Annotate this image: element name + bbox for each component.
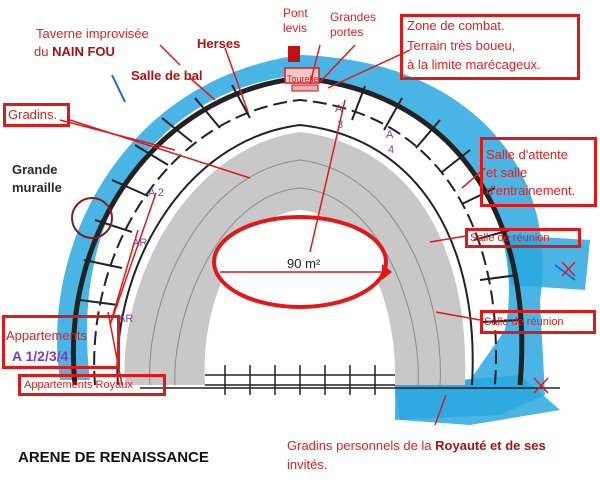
herses-label: Herses	[197, 36, 241, 51]
salle-reunion-2-box	[480, 310, 596, 334]
salle-reunion-1-box	[465, 228, 581, 248]
zone-combat-label-2: Terrain très boueu,	[407, 38, 516, 53]
inner-wall	[116, 123, 474, 386]
appartements-nums-label: A 1/2/3/4	[12, 348, 69, 364]
room-ar-2: AR	[118, 313, 134, 325]
appartements-box	[2, 315, 120, 369]
appartements-label: Appartements	[6, 328, 87, 343]
gate-block	[291, 84, 319, 92]
salle-attente-label-3: d'entrainement.	[486, 183, 576, 198]
grandes-portes-label-2: portes	[330, 25, 364, 39]
gradins-perso-label-2: invités.	[287, 457, 328, 472]
grande-muraille-label-2: muraille	[12, 180, 62, 195]
combat-zone-ellipse	[212, 215, 388, 309]
gradins-perso-label-1: Gradins personnels de la Royauté et de s…	[287, 438, 546, 453]
stand-rows	[149, 159, 441, 386]
grandes-portes-label-1: Grandes	[330, 10, 377, 24]
salle-attente-label-1: Salle d'attente	[486, 147, 568, 162]
grande-muraille-label-1: Grande	[12, 162, 58, 177]
salle-attente-box	[480, 137, 597, 207]
room-dividers	[79, 84, 521, 323]
salle-reunion-label-1: Salle de réunion	[470, 232, 550, 244]
dimension-arrow	[382, 264, 392, 280]
cross-marks	[533, 261, 576, 394]
annotation-lines	[59, 44, 486, 426]
zone-combat-label-1: Zone de combat.	[407, 18, 505, 33]
room-a4-num: 4	[388, 144, 395, 156]
zone-combat-label-3: à la limite marécageux.	[407, 57, 541, 72]
appartements-royaux-box	[18, 374, 166, 396]
area-label: 90 m²	[287, 256, 321, 271]
arena-title: ARENE DE RENAISSANCE	[18, 449, 209, 466]
salle-bal-label: Salle de bal	[131, 68, 203, 83]
appartements-royaux-label: Appartements Royaux	[24, 379, 133, 391]
room-a4: A	[386, 129, 394, 141]
room-a3: A	[335, 103, 343, 115]
gradins-box	[3, 103, 70, 127]
stands	[124, 132, 466, 385]
muraille-circle	[71, 197, 113, 239]
tourelle-label: Tourelle	[287, 74, 319, 84]
pont-levis-icon	[288, 46, 300, 62]
salle-reunion-label-2: Salle de réunion	[484, 316, 564, 328]
zone-combat-box	[400, 14, 580, 80]
room-a3-num: 3	[337, 119, 344, 131]
taverne-label: Taverne improvisée	[36, 26, 149, 41]
outer-wall-rooms	[93, 98, 497, 386]
royal-stands	[140, 365, 560, 395]
pont-levis-label-2: levis	[283, 21, 308, 35]
pont-levis-label-1: Pont	[283, 6, 308, 20]
gradins-label: Gradins.	[8, 107, 58, 122]
salle-attente-label-2: et salle	[486, 165, 528, 180]
room-ar-1: AR	[132, 237, 148, 249]
room-a2: A 2	[148, 187, 164, 199]
taverne-label-2: du NAIN FOU	[34, 44, 115, 59]
